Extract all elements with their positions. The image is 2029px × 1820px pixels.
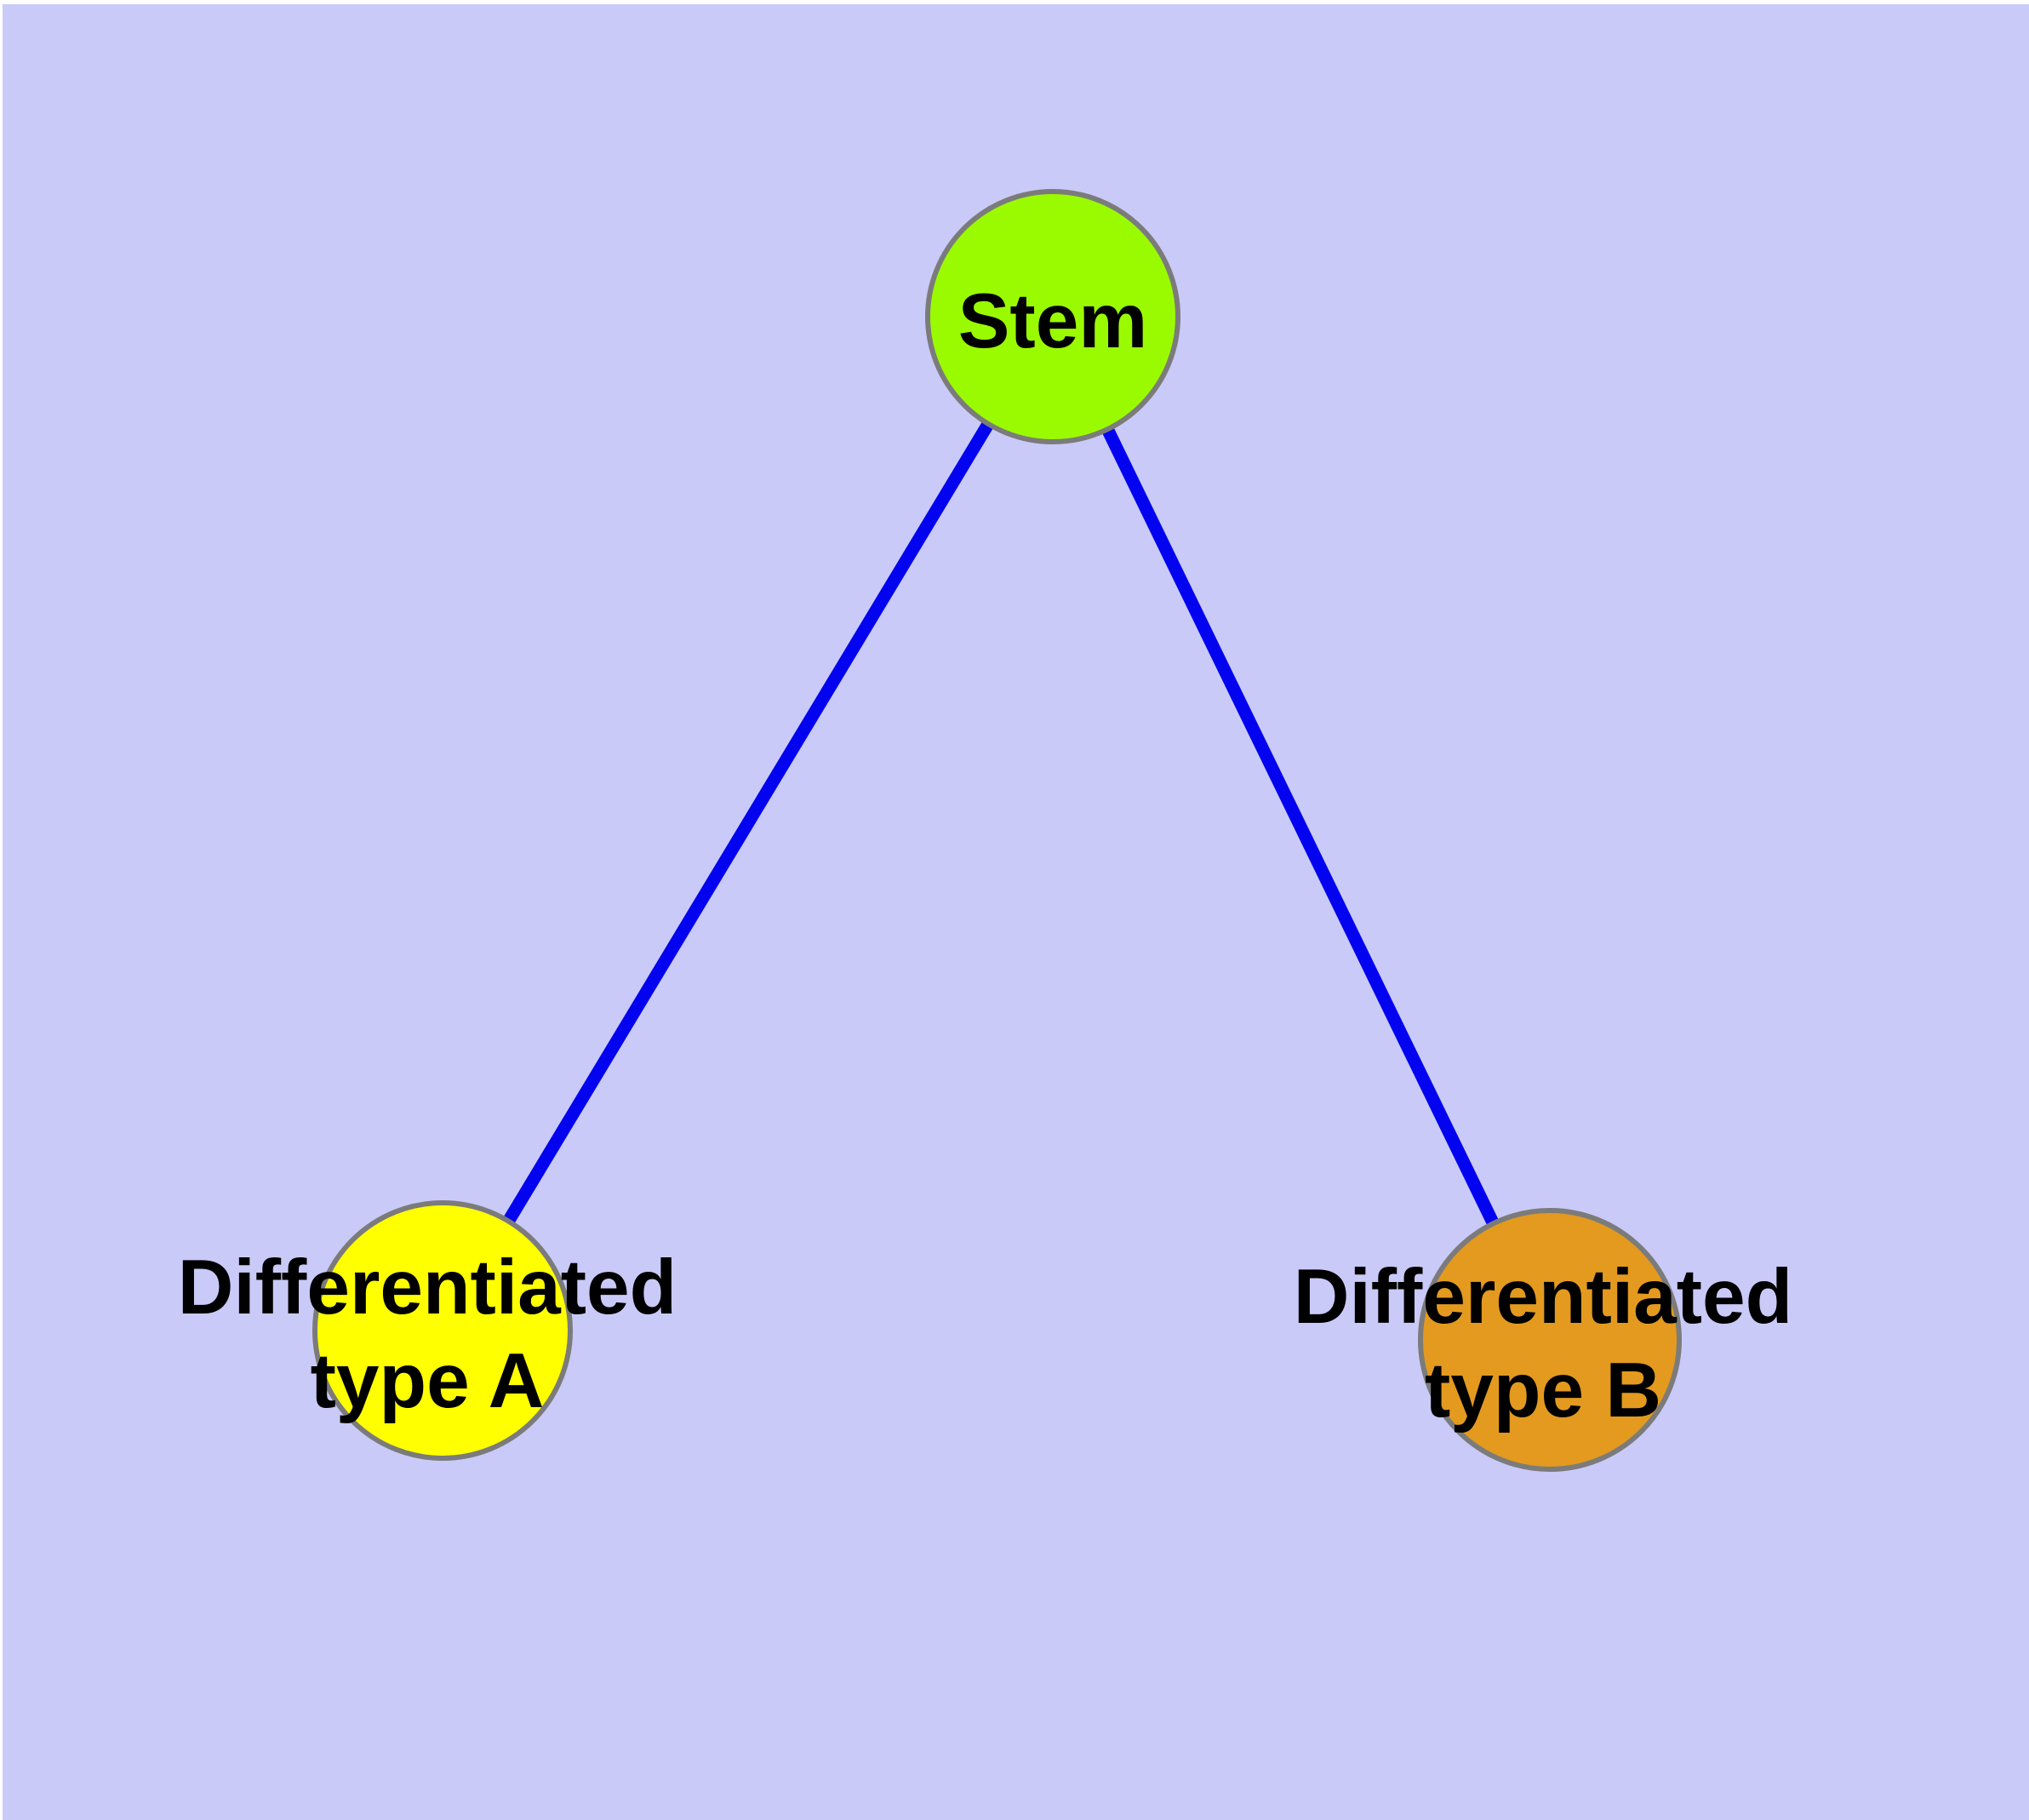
label-line: type B (1424, 1348, 1662, 1434)
node-differentiated-type-b-label: Differentiated type B (1294, 1251, 1793, 1438)
node-differentiated-type-b (1418, 1208, 1682, 1472)
node-differentiated-type-a (312, 1200, 573, 1461)
edge-stem-to-type-b (1047, 313, 1556, 1343)
node-stem (925, 189, 1180, 444)
node-differentiated-type-a-label: Differentiated type A (178, 1241, 677, 1428)
label-line: Differentiated (177, 1245, 677, 1331)
label-line: type A (310, 1338, 545, 1424)
label-line: Stem (957, 278, 1148, 364)
edge-stem-to-type-a (437, 313, 1059, 1334)
node-stem-label: Stem (958, 275, 1148, 369)
label-line: Differentiated (1293, 1254, 1793, 1340)
